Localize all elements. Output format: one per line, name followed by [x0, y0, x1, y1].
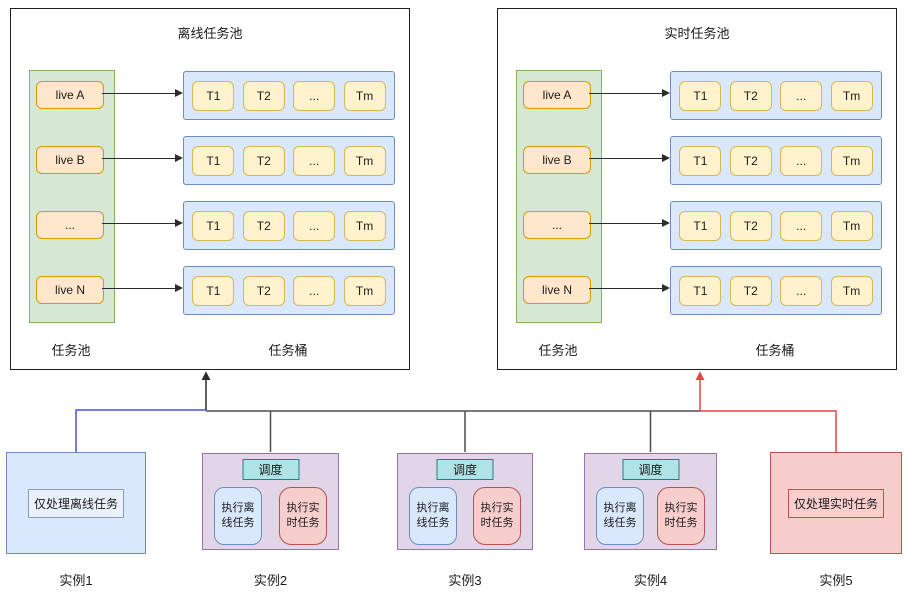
instance-caption: 实例3: [448, 573, 482, 588]
bucket-label: 任务桶: [755, 343, 795, 358]
task-chip: T1: [192, 80, 235, 111]
task-chip: Tm: [830, 275, 873, 306]
task-row: 执行离线任务 执行实时任务: [585, 487, 716, 545]
bucket-label: 任务桶: [268, 343, 308, 358]
instance-role-box: 仅处理实时任务: [788, 488, 884, 518]
assignment-arrow: [589, 88, 670, 97]
task-chip: T1: [192, 145, 235, 176]
instance-role-box: 仅处理离线任务: [28, 488, 124, 518]
task-chip: T1: [679, 275, 722, 306]
assignment-arrow: [102, 283, 183, 292]
live-item: live N: [523, 276, 591, 304]
live-item: live B: [523, 146, 591, 174]
task-chip: T1: [679, 80, 722, 111]
exec-offline-box: 执行离线任务: [214, 487, 262, 545]
task-chip: T2: [242, 80, 285, 111]
task-chip: Tm: [830, 210, 873, 241]
task-chip: T2: [242, 145, 285, 176]
instance-caption: 实例4: [633, 573, 668, 588]
assignment-arrow: [589, 153, 670, 162]
instance-caption: 实例1: [59, 573, 93, 588]
exec-realtime-box: 执行实时任务: [473, 487, 521, 545]
assignment-arrow: [102, 153, 183, 162]
scheduler-box: 调度: [622, 459, 679, 480]
task-chip: ...: [780, 275, 823, 306]
task-chip: Tm: [343, 80, 386, 111]
assignment-arrow: [589, 283, 670, 292]
instance-hybrid-4: 调度 执行离线任务 执行实时任务: [584, 453, 717, 550]
instance-hybrid-2: 调度 执行离线任务 执行实时任务: [202, 453, 339, 550]
scheduler-box: 调度: [436, 459, 494, 480]
instance-hybrid-3: 调度 执行离线任务 执行实时任务: [397, 453, 533, 550]
task-chip: T2: [729, 275, 772, 306]
live-item: live B: [36, 146, 104, 174]
instance-realtime-only: 仅处理实时任务: [770, 452, 902, 554]
task-chip: ...: [780, 210, 823, 241]
assignment-arrow: [589, 218, 670, 227]
exec-realtime-box: 执行实时任务: [657, 487, 705, 545]
task-chip: T2: [242, 210, 285, 241]
task-chip: Tm: [343, 210, 386, 241]
pool-label: 任务池: [51, 343, 91, 358]
task-row: 执行离线任务 执行实时任务: [203, 487, 338, 545]
task-chip: T1: [192, 210, 235, 241]
task-chip: ...: [780, 80, 823, 111]
assignment-arrow: [102, 88, 183, 97]
live-item: live N: [36, 276, 104, 304]
task-chip: T2: [729, 210, 772, 241]
task-chip: Tm: [830, 80, 873, 111]
assignment-arrow: [102, 218, 183, 227]
task-chip: ...: [293, 210, 336, 241]
live-item: live A: [36, 81, 104, 109]
task-chip: T2: [729, 145, 772, 176]
instance-caption: 实例5: [819, 573, 853, 588]
pool-label: 任务池: [538, 343, 578, 358]
task-chip: T1: [679, 210, 722, 241]
task-chip: T1: [192, 275, 235, 306]
exec-offline-box: 执行离线任务: [409, 487, 457, 545]
exec-offline-box: 执行离线任务: [596, 487, 644, 545]
task-chip: T2: [729, 80, 772, 111]
live-item: ...: [36, 211, 104, 239]
task-chip: ...: [780, 145, 823, 176]
exec-realtime-box: 执行实时任务: [279, 487, 327, 545]
pool-title: 离线任务池: [177, 26, 243, 41]
scheduler-box: 调度: [242, 459, 299, 480]
task-chip: ...: [293, 275, 336, 306]
realtime-link-line: [695, 371, 837, 452]
task-chip: Tm: [830, 145, 873, 176]
task-chip: ...: [293, 145, 336, 176]
task-row: 执行离线任务 执行实时任务: [398, 487, 532, 545]
live-item: ...: [523, 211, 591, 239]
task-chip: T2: [242, 275, 285, 306]
task-chip: ...: [293, 80, 336, 111]
live-item: live A: [523, 81, 591, 109]
task-chip: T1: [679, 145, 722, 176]
instance-offline-only: 仅处理离线任务: [6, 452, 146, 554]
task-chip: Tm: [343, 275, 386, 306]
task-chip: Tm: [343, 145, 386, 176]
instance-caption: 实例2: [253, 573, 288, 588]
offline-link-line: [75, 409, 206, 452]
pool-title: 实时任务池: [664, 26, 730, 41]
